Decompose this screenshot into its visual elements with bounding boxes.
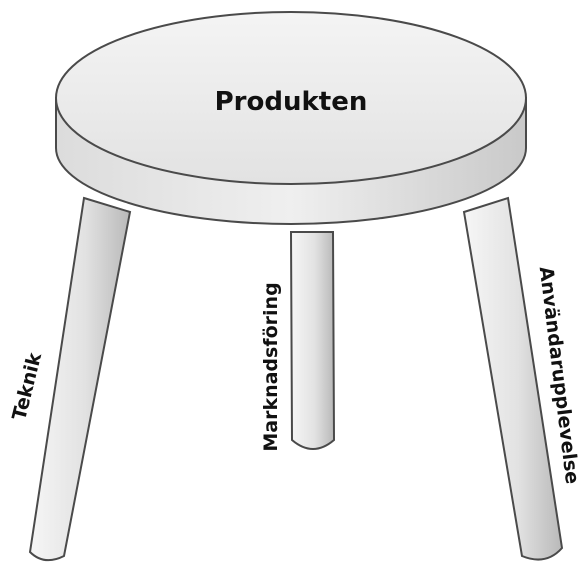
stool-leg-right xyxy=(462,196,564,561)
stool-seat xyxy=(55,11,527,225)
stool-leg-middle xyxy=(289,231,336,450)
leg-middle-label: Marknadsföring xyxy=(260,282,282,451)
leg-left-label: Teknik xyxy=(8,350,46,422)
seat-label: Produkten xyxy=(215,87,368,117)
stool-leg-left xyxy=(28,196,132,562)
seat-top xyxy=(55,11,527,185)
